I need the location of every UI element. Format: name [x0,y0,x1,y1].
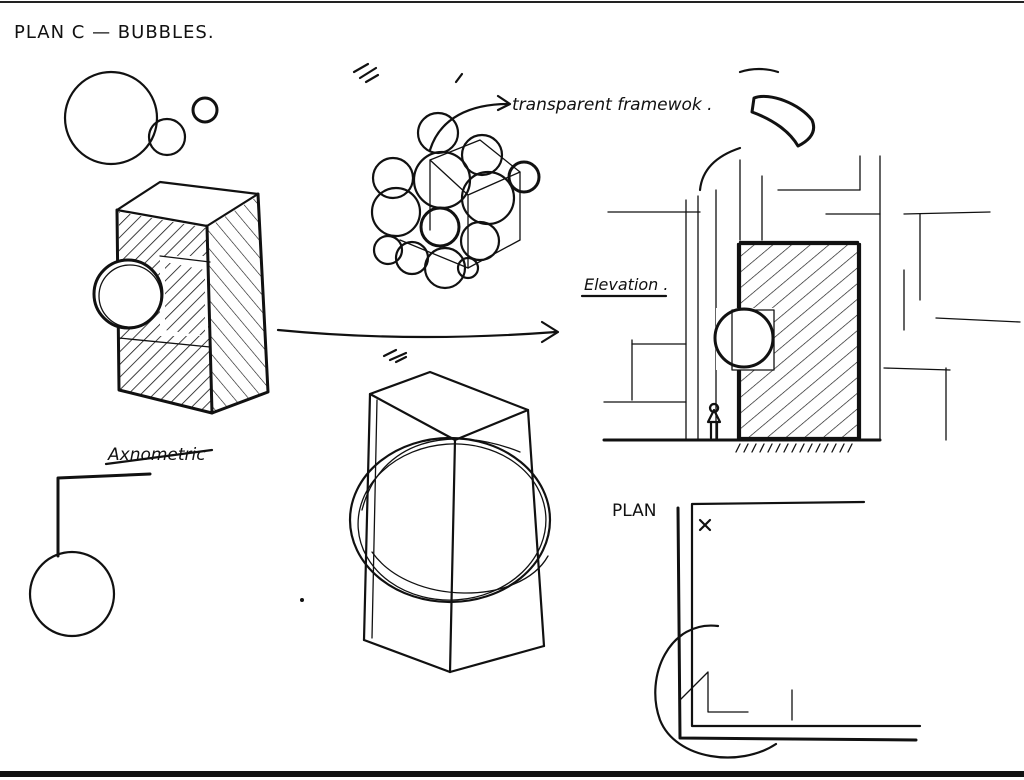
bubble-framework-cluster [352,62,541,290]
transition-arrowhead [540,320,560,344]
transition-arrow [276,328,558,339]
hanging-bubble [28,472,152,638]
axonometric-box [92,180,270,415]
plan-label: PLAN [612,501,656,521]
elevation-drawing [602,67,1021,453]
prism-with-sphere [348,348,552,674]
plan-drawing [654,500,922,759]
transparent-framework-label: transparent framewok . [512,95,713,115]
stray-dot [300,598,304,602]
bubbles-cluster-left [63,70,219,166]
elevation-label: Elevation . [584,275,669,294]
sheet-title: PLAN C — BUBBLES. [14,22,215,43]
axonometric-underline [104,448,214,466]
